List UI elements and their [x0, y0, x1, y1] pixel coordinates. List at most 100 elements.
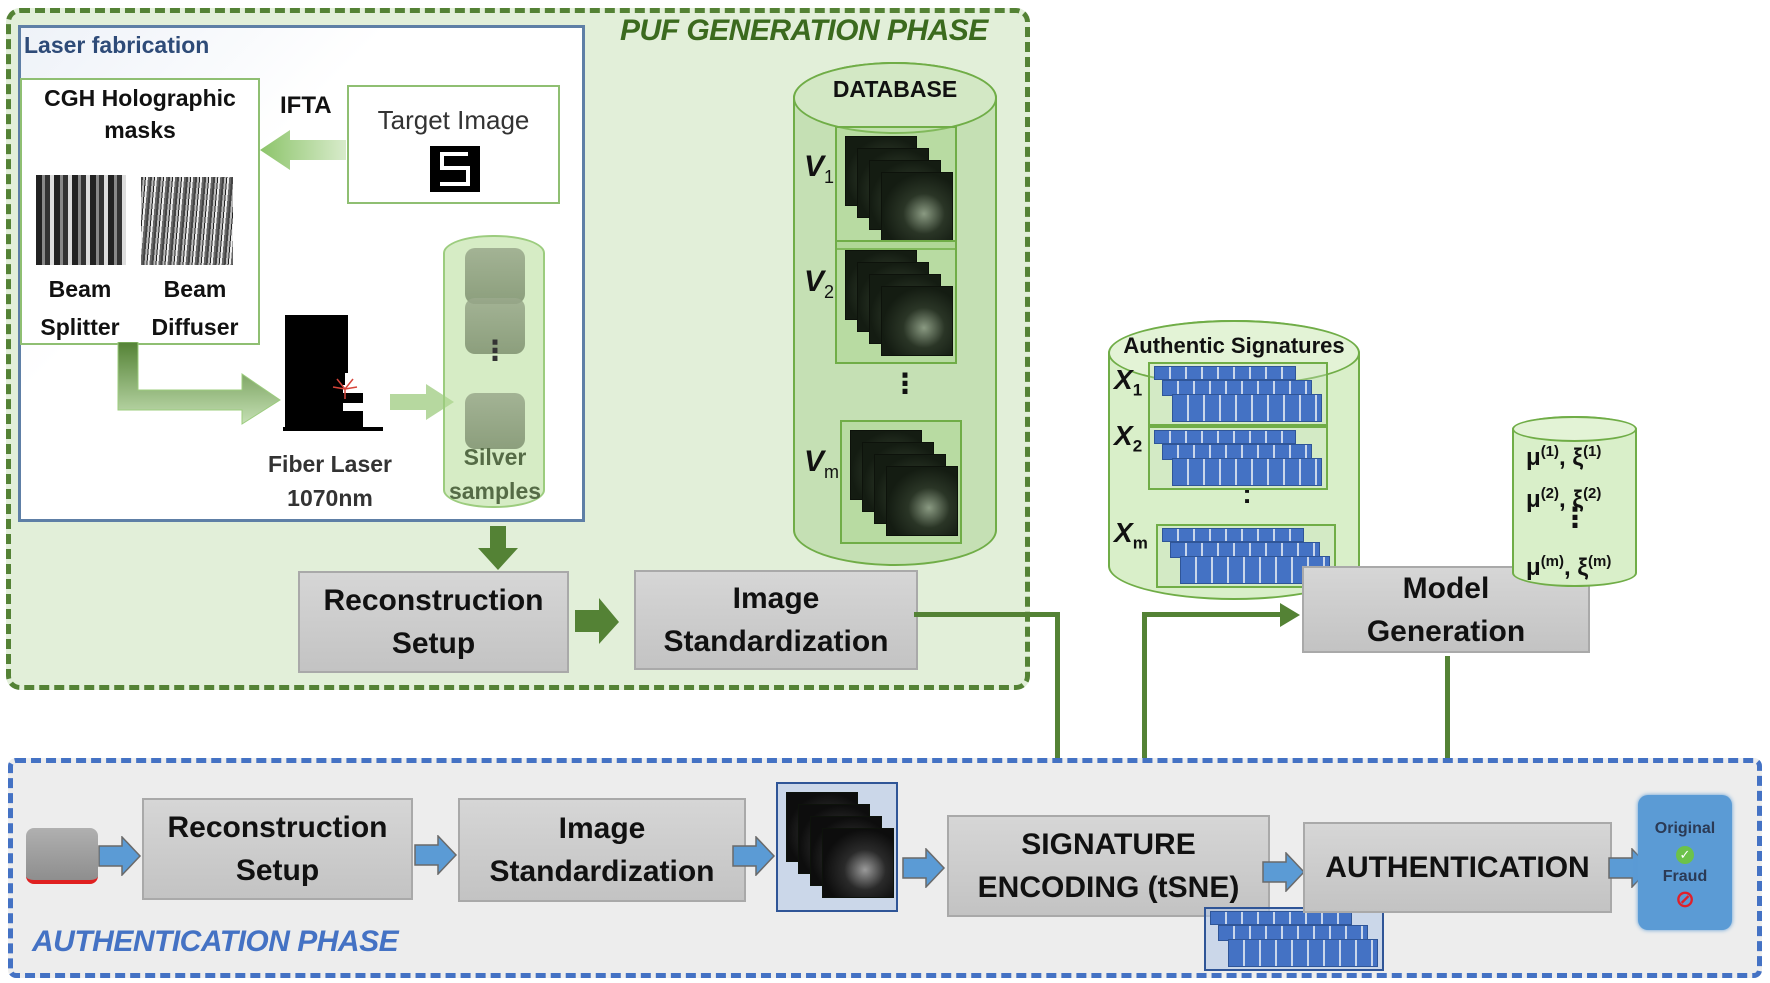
image-standardization-box-auth: Image Standardization: [458, 798, 746, 902]
cgh-masks-title: CGH Holographic masks: [20, 82, 260, 146]
laser-to-samples-arrow-icon: [390, 384, 454, 420]
v1-subscript: 1: [824, 167, 835, 187]
auth-reconstruction-line1: Reconstruction: [167, 811, 388, 844]
x2-subscript: 2: [1132, 436, 1143, 456]
signature-block-xm: [1156, 524, 1336, 588]
silver-sample-2: [465, 298, 525, 354]
v2-letter: V: [804, 265, 825, 298]
speckle-frame: [881, 286, 953, 356]
beam-diffuser-line2: Diffuser: [151, 314, 239, 340]
laser-fabrication-title: Laser fabrication: [24, 32, 210, 58]
signature-row: [1172, 394, 1322, 422]
model-param-row-2: μ(2), ξ(2): [1526, 485, 1602, 513]
signature-x2-label: X2: [1114, 420, 1142, 457]
xi-m-sup: (m): [1588, 553, 1612, 570]
database-title: DATABASE: [832, 76, 958, 102]
target-image-label: Target Image: [377, 105, 530, 135]
signature-row: [1210, 911, 1352, 925]
silver-samples-label: Silver samples: [440, 440, 550, 508]
reconstruction-to-std-arrow-auth-icon: [414, 835, 458, 875]
mu-1: μ: [1526, 444, 1541, 471]
query-signature-block: [1204, 907, 1384, 971]
model-to-auth-connector-v: [1445, 656, 1450, 798]
reconstruction-to-std-arrow-icon: [575, 598, 619, 644]
beam-splitter-line2: Splitter: [40, 314, 120, 340]
vm-letter: V: [804, 445, 825, 478]
x1-subscript: 1: [1132, 380, 1143, 400]
xi-2-sup: (2): [1583, 485, 1602, 502]
model-generation-line2: Generation: [1366, 614, 1526, 648]
model-param-row-m: μ(m), ξ(m): [1526, 553, 1612, 581]
signature-row: [1228, 939, 1378, 967]
mu-2: μ: [1526, 486, 1541, 513]
speckle-stack-vm: [840, 420, 962, 544]
database-cylinder-top: [793, 62, 997, 134]
signature-encoding-box: SIGNATURE ENCODING (tSNE): [947, 815, 1270, 917]
mu-m-sup: (m): [1540, 553, 1565, 570]
silver-sample-m: [465, 393, 525, 449]
mu-1-sup: (1): [1540, 443, 1560, 460]
speckle-stack-query: [776, 782, 898, 912]
image-std-line2: Standardization: [663, 625, 889, 658]
silver-line1: Silver: [463, 444, 527, 470]
std-to-signature-connector-h: [914, 612, 1060, 617]
database-ellipsis: ⋮: [891, 368, 919, 399]
v2-subscript: 2: [824, 282, 835, 302]
xi-2: ξ: [1572, 486, 1584, 513]
std-to-speckle-arrow-icon: [732, 836, 776, 876]
ifta-label: IFTA: [280, 92, 332, 119]
xm-subscript: m: [1132, 533, 1148, 553]
silver-sample-1: [465, 248, 525, 304]
std-to-signature-connector-v: [1055, 612, 1060, 802]
database-entry-v2-label: V2: [804, 265, 834, 303]
beam-splitter-line1: Beam: [48, 276, 112, 302]
cgh-to-laser-arrow-icon: [117, 342, 281, 425]
model-parameters-cylinder-top: [1512, 416, 1637, 442]
signature-encoding-line1: SIGNATURE: [1021, 828, 1196, 861]
result-fraud-label: Fraud: [1662, 868, 1708, 885]
authentication-box: AUTHENTICATION: [1303, 822, 1612, 913]
xi-m: ξ: [1577, 554, 1589, 581]
signature-encoding-line2: ENCODING (tSNE): [977, 871, 1240, 904]
beam-splitter-label: Beam Splitter: [30, 270, 130, 346]
speckle-stack-v2: [835, 240, 957, 364]
fiber-laser-wavelength: 1070nm: [287, 485, 373, 511]
signature-xm-label: Xm: [1114, 517, 1148, 554]
authentication-label: AUTHENTICATION: [1325, 851, 1590, 884]
signature-row: [1172, 458, 1322, 486]
cgh-title-line1: CGH Holographic: [44, 85, 236, 111]
speckle-frame: [822, 828, 894, 898]
vm-subscript: m: [824, 462, 840, 482]
reconstruction-setup-box-gen: Reconstruction Setup: [298, 571, 569, 673]
check-icon: ✓: [1676, 846, 1694, 864]
reconstruction-line2: Setup: [391, 627, 476, 660]
signature-to-model-connector-h: [1142, 612, 1284, 617]
signature-row: [1154, 430, 1296, 444]
auth-image-std-line2: Standardization: [489, 855, 715, 888]
prohibited-icon: ⊘: [1674, 886, 1696, 913]
auth-image-std-line1: Image: [558, 812, 646, 845]
v1-letter: V: [804, 150, 825, 183]
letter-s-icon: [440, 152, 470, 186]
xm-letter: X: [1114, 517, 1133, 548]
speckle-to-signature-arrow-icon: [902, 848, 946, 888]
sample-to-reconstruction-arrow-icon: [98, 836, 142, 876]
signature-row: [1162, 528, 1304, 542]
model-generation-line1: Model: [1402, 571, 1490, 605]
target-image-glyph: [430, 146, 480, 192]
mu-m: μ: [1526, 554, 1541, 581]
speckle-frame: [881, 172, 953, 242]
fiber-laser-label: Fiber Laser 1070nm: [260, 447, 400, 515]
speckle-stack-v1: [835, 126, 957, 250]
x2-letter: X: [1114, 420, 1133, 451]
auth-reconstruction-line2: Setup: [235, 854, 320, 887]
xi-1: ξ: [1572, 444, 1584, 471]
ifta-arrow-icon: [260, 130, 346, 170]
samples-ellipsis: ⋮: [481, 335, 509, 366]
cgh-title-line2: masks: [104, 117, 176, 143]
puf-generation-phase-title: PUF GENERATION PHASE: [620, 14, 988, 47]
reconstruction-setup-box-auth: Reconstruction Setup: [142, 798, 413, 900]
signature-to-model-connector-v: [1142, 612, 1147, 808]
database-entry-vm-label: Vm: [804, 445, 839, 483]
image-standardization-box-gen: Image Standardization: [634, 570, 918, 670]
